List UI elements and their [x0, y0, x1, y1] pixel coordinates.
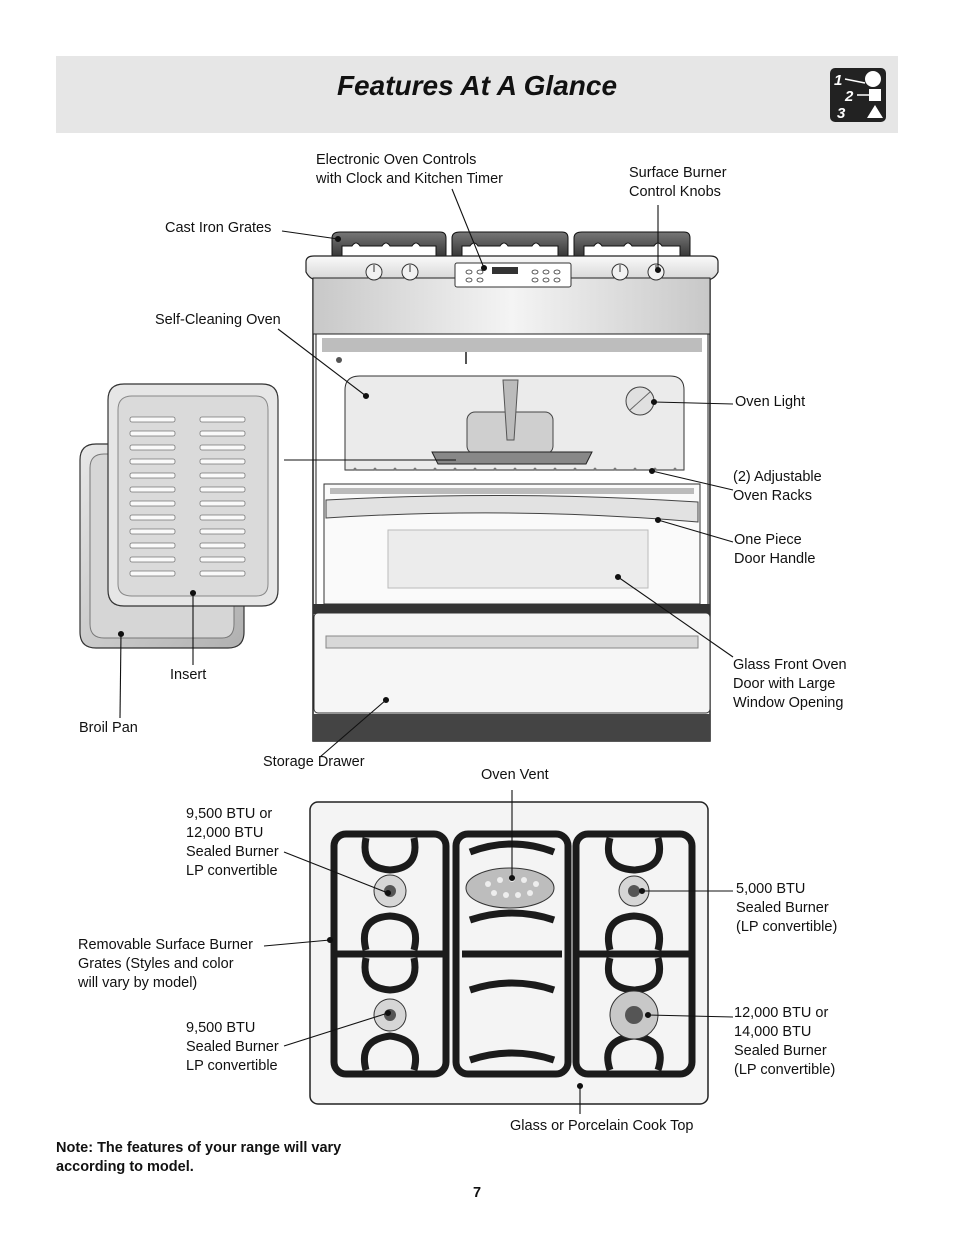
page-title: Features At A Glance: [336, 70, 618, 101]
label-burner-right-upper: 5,000 BTU Sealed Burner (LP convertible): [736, 881, 838, 935]
label-removable-grates: Removable Surface Burner Grates (Styles …: [78, 937, 253, 991]
oven-light-icon: [625, 386, 655, 416]
model-note: Note: The features of your range will va…: [56, 1140, 342, 1175]
oven-vent-icon: [465, 867, 555, 909]
burner-right-lower: [609, 990, 659, 1040]
range-illustration: [305, 231, 719, 742]
svg-text:2: 2: [844, 88, 854, 105]
label-self-cleaning-oven: Self-Cleaning Oven: [155, 312, 281, 328]
cooktop-illustration: [309, 801, 709, 1105]
insert-slots: [129, 416, 246, 577]
label-cast-iron-grates: Cast Iron Grates: [165, 220, 272, 236]
label-broil-pan: Broil Pan: [79, 720, 138, 736]
label-burner-left-upper: 9,500 BTU or 12,000 BTU Sealed Burner LP…: [186, 806, 279, 879]
label-door-handle: One Piece Door Handle: [734, 532, 816, 567]
label-oven-racks: (2) Adjustable Oven Racks: [733, 469, 822, 504]
label-insert: Insert: [170, 667, 207, 683]
right-grate: [572, 830, 696, 1078]
label-cook-top: Glass or Porcelain Cook Top: [510, 1118, 694, 1134]
left-grate: [330, 830, 450, 1078]
cast-iron-grates: [331, 231, 691, 259]
burner-right-upper: [618, 875, 650, 907]
label-burner-knobs: Surface Burner Control Knobs: [629, 165, 727, 200]
broil-pan-illustration: [79, 383, 279, 649]
label-burner-right-lower: 12,000 BTU or 14,000 BTU Sealed Burner (…: [734, 1005, 836, 1078]
label-burner-left-lower: 9,500 BTU Sealed Burner LP convertible: [186, 1020, 279, 1074]
svg-text:1: 1: [834, 72, 842, 89]
numbered-steps-icon: 1 2 3: [830, 68, 886, 122]
label-oven-vent: Oven Vent: [481, 767, 549, 783]
label-storage-drawer: Storage Drawer: [263, 754, 365, 770]
page-number: 7: [472, 1185, 482, 1201]
leader-lines: [117, 188, 734, 1114]
header-band: [56, 56, 898, 133]
label-oven-controls: Electronic Oven Controls with Clock and …: [316, 152, 503, 187]
label-glass-front-door: Glass Front Oven Door with Large Window …: [733, 657, 847, 711]
svg-text:3: 3: [837, 105, 846, 122]
label-oven-light: Oven Light: [735, 394, 806, 410]
